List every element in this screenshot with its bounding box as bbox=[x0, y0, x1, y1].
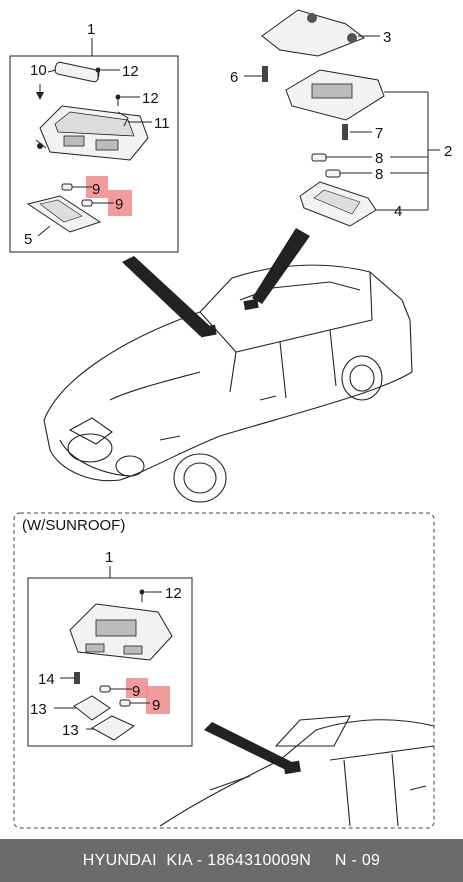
highlight-9-a bbox=[86, 176, 108, 198]
highlight-9-c bbox=[126, 678, 148, 698]
callout-12-sunroof: 12 bbox=[165, 585, 182, 602]
callout-5: 5 bbox=[24, 231, 32, 248]
callout-1: 1 bbox=[87, 21, 95, 38]
callout-8-b: 8 bbox=[375, 166, 383, 183]
sedan-illustration bbox=[43, 264, 413, 503]
sunroof-car-illustration bbox=[159, 715, 435, 827]
cover-part bbox=[54, 61, 100, 83]
callout-12-a: 12 bbox=[122, 63, 139, 80]
pointer-wedge-sunroof bbox=[204, 722, 296, 772]
bulb-right-a bbox=[311, 153, 327, 162]
assembly-frame-left bbox=[9, 55, 179, 253]
bulb-left-b bbox=[81, 199, 93, 207]
highlight-9-d bbox=[146, 686, 170, 714]
callout-9-d: 9 bbox=[152, 697, 160, 714]
callout-11: 11 bbox=[154, 115, 170, 132]
footer-text: HYUNDAI KIA - 1864310009N N - 09 bbox=[82, 851, 381, 869]
callout-6: 6 bbox=[230, 69, 238, 86]
parts-diagram: 1 10 12 12 11 9 9 5 3 6 2 bbox=[9, 9, 452, 829]
callout-13-a: 13 bbox=[30, 701, 47, 718]
sunroof-lens-a bbox=[73, 695, 111, 721]
bulb-right-b bbox=[325, 169, 341, 178]
callout-12-b: 12 bbox=[142, 90, 159, 107]
callout-4: 4 bbox=[394, 203, 402, 220]
callout-7: 7 bbox=[375, 125, 383, 142]
sunroof-bulb-a bbox=[99, 685, 111, 693]
bulb-left-a bbox=[61, 183, 73, 191]
callout-14: 14 bbox=[38, 671, 55, 688]
sunroof-lens-b bbox=[90, 715, 136, 741]
sunroof-label: (W/SUNROOF) bbox=[22, 517, 125, 534]
sunroof-bulb-b bbox=[119, 699, 131, 707]
bracket-part bbox=[261, 9, 366, 57]
callout-3: 3 bbox=[383, 29, 391, 46]
callout-8-a: 8 bbox=[375, 150, 383, 167]
callout-1-sunroof: 1 bbox=[105, 549, 113, 566]
pointer-wedge-right bbox=[252, 228, 310, 304]
sunroof-section-frame bbox=[13, 512, 435, 829]
callout-2: 2 bbox=[444, 143, 452, 160]
callout-9-b: 9 bbox=[115, 196, 123, 213]
callout-10: 10 bbox=[30, 62, 47, 79]
footer-bar: HYUNDAI KIA - 1864310009N N - 09 bbox=[0, 839, 463, 882]
sunroof-assembly-frame bbox=[27, 577, 193, 747]
callout-9-a: 9 bbox=[92, 181, 100, 198]
callout-9-c: 9 bbox=[132, 683, 140, 700]
pointer-wedge-left bbox=[122, 256, 212, 336]
callout-13-b: 13 bbox=[62, 722, 79, 739]
